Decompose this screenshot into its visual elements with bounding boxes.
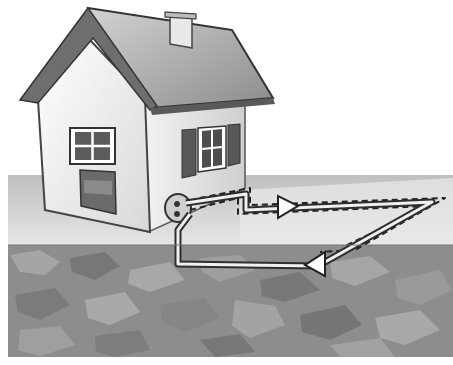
front-door <box>80 170 116 214</box>
chimney <box>165 12 196 48</box>
front-window <box>70 128 115 164</box>
